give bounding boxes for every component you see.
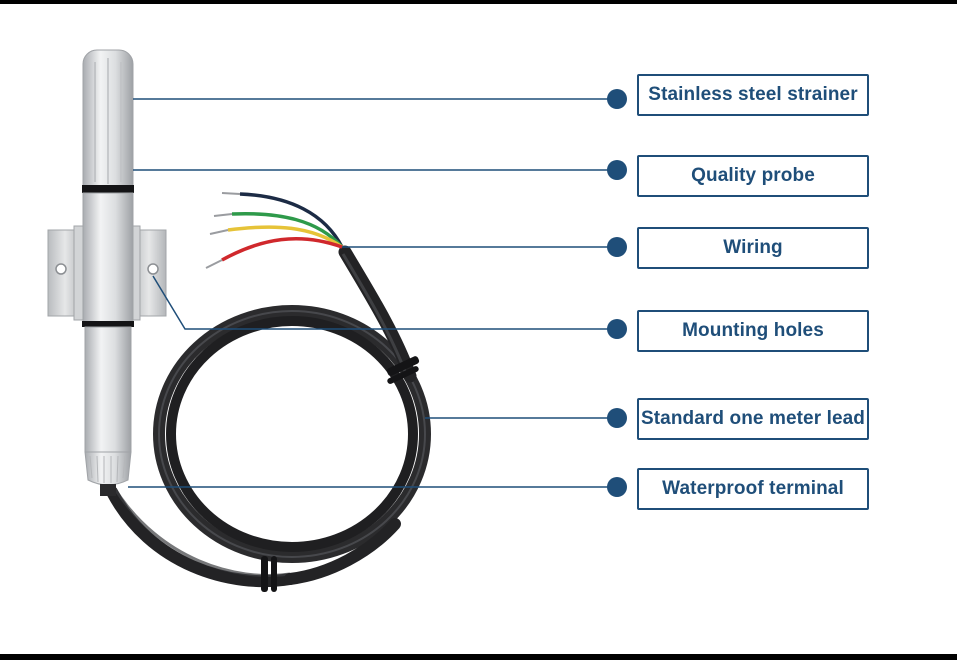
callout-lead-label: Standard one meter lead bbox=[640, 408, 866, 429]
callout-lead: Standard one meter lead bbox=[637, 398, 869, 440]
sensor-illustration bbox=[47, 49, 627, 592]
callout-strainer-label: Stainless steel strainer bbox=[648, 84, 858, 105]
callout-dot-lead bbox=[607, 408, 627, 428]
callout-terminal-label: Waterproof terminal bbox=[662, 478, 844, 499]
wire-bundle bbox=[205, 192, 344, 269]
callout-terminal: Waterproof terminal bbox=[637, 468, 869, 510]
callout-dot-strainer bbox=[607, 89, 627, 109]
callout-dot-probe bbox=[607, 160, 627, 180]
callout-dot-terminal bbox=[607, 477, 627, 497]
callout-probe-label: Quality probe bbox=[691, 165, 815, 186]
callout-probe: Quality probe bbox=[637, 155, 869, 197]
callout-dot-wiring bbox=[607, 237, 627, 257]
callout-wiring-label: Wiring bbox=[723, 237, 783, 258]
diagram-canvas: Stainless steel strainer Quality probe W… bbox=[0, 4, 957, 654]
mounting-hole-right bbox=[147, 263, 159, 275]
mounting-hole-left bbox=[55, 263, 67, 275]
leader-line-mounting bbox=[152, 275, 617, 330]
probe-band-top bbox=[82, 185, 134, 193]
callout-mounting: Mounting holes bbox=[637, 310, 869, 352]
probe-body bbox=[82, 49, 134, 496]
callout-wiring: Wiring bbox=[637, 227, 869, 269]
callout-dot-mounting bbox=[607, 319, 627, 339]
probe-band-middle bbox=[82, 321, 134, 327]
cable-tie-bottom bbox=[261, 556, 277, 592]
cable-tie-top bbox=[386, 356, 420, 384]
callout-mounting-label: Mounting holes bbox=[682, 320, 824, 341]
cable-coil bbox=[106, 245, 431, 588]
leader-lines bbox=[128, 89, 627, 497]
callout-strainer: Stainless steel strainer bbox=[637, 74, 869, 116]
